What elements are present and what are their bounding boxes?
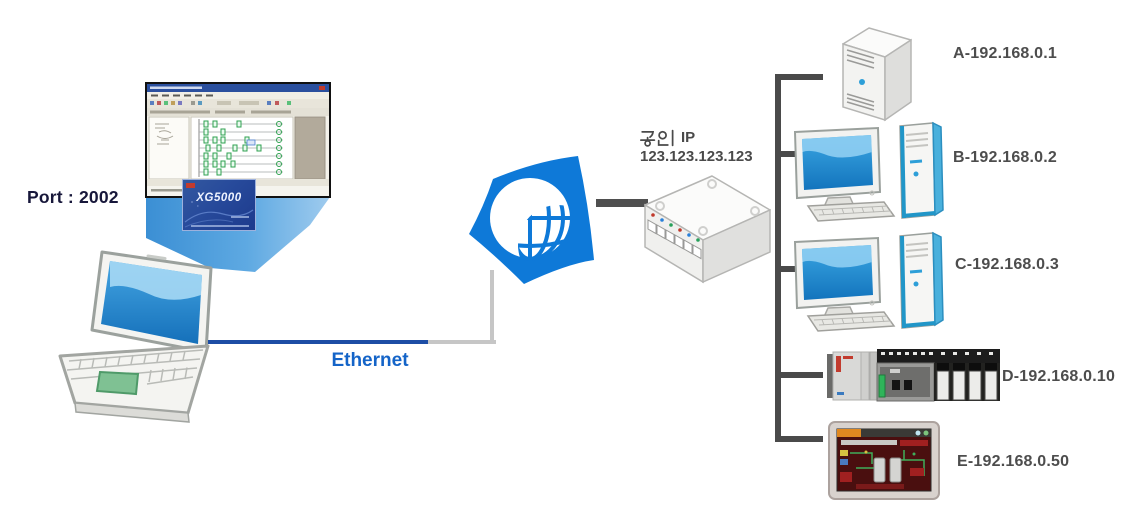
- device-d-plc-icon: [827, 349, 1000, 402]
- ls-logo-mark: [186, 183, 195, 188]
- ethernet-elbow-line-v: [490, 270, 494, 344]
- plc-psu-red-strip: [836, 356, 841, 372]
- hmi-tanks: [873, 457, 902, 483]
- device-e-label: E-192.168.0.50: [957, 453, 1070, 470]
- toolbar-icons: [150, 101, 291, 105]
- globe-switch-connector: [596, 199, 648, 207]
- plc-top-rail: [877, 349, 1000, 363]
- laptop-trackpad: [95, 370, 140, 396]
- server-power-led: [859, 79, 865, 85]
- plc-green-connector: [878, 374, 886, 398]
- laptop-icon: [58, 250, 213, 423]
- splash-title: XG5000: [196, 192, 242, 204]
- xg5000-titlebar: [147, 84, 329, 92]
- port-label: Port : 2002: [27, 187, 119, 207]
- lid-latch: [146, 254, 167, 260]
- splash-version-mark: [231, 216, 249, 218]
- splash-copyright-mark: [191, 225, 249, 227]
- bus-branch-d: [775, 372, 823, 378]
- hangul-gongin-glyphs: [640, 129, 674, 147]
- switch-ports: [647, 219, 702, 260]
- hmi-title-bar: [837, 429, 861, 437]
- bus-line: [775, 74, 781, 442]
- plc-io-slots: [936, 363, 998, 401]
- device-d-label: D-192.168.0.10: [1002, 368, 1116, 385]
- device-b-desktop-icon: [793, 121, 944, 222]
- device-e-hmi-icon: [828, 421, 940, 500]
- xg5000-splash: XG5000: [182, 179, 256, 231]
- screen-wave-highlight: [110, 261, 202, 300]
- tower-side: [932, 231, 944, 327]
- device-b-label: B-192.168.0.2: [953, 149, 1058, 166]
- public-ip-label: IP 123.123.123.123: [640, 128, 790, 166]
- bus-branch-e: [775, 436, 823, 442]
- device-c-label: C-192.168.0.3: [955, 256, 1060, 273]
- switch-leds: [651, 213, 700, 242]
- laptop-keyboard: [66, 349, 204, 385]
- network-switch-icon: [644, 175, 771, 284]
- public-ip-address: 123.123.123.123: [640, 148, 753, 165]
- device-a-label: A-192.168.0.1: [953, 45, 1058, 62]
- device-c-desktop-icon: [793, 231, 944, 332]
- project-tree-sketch: [155, 123, 174, 145]
- bus-branch-a: [775, 74, 823, 80]
- hmi-pipes: [850, 450, 925, 476]
- splash-swirl-graphic: [184, 199, 254, 228]
- server-vents-bottom: [846, 93, 875, 111]
- ethernet-elbow-line-h: [428, 340, 496, 344]
- tower-side: [932, 121, 944, 217]
- ethernet-label: Ethernet: [331, 350, 409, 371]
- switch-screw-holes: [655, 179, 760, 236]
- close-icon: [319, 86, 325, 90]
- internet-globe-icon: [469, 156, 594, 284]
- server-vents-top: [846, 49, 875, 69]
- ethernet-line: [208, 340, 428, 344]
- public-ip-suffix: IP: [681, 129, 696, 146]
- device-a-server-icon: [842, 27, 912, 122]
- laptop-base-edge: [74, 402, 190, 423]
- switch-right-face: [702, 208, 771, 284]
- ladder-coils: [276, 121, 282, 175]
